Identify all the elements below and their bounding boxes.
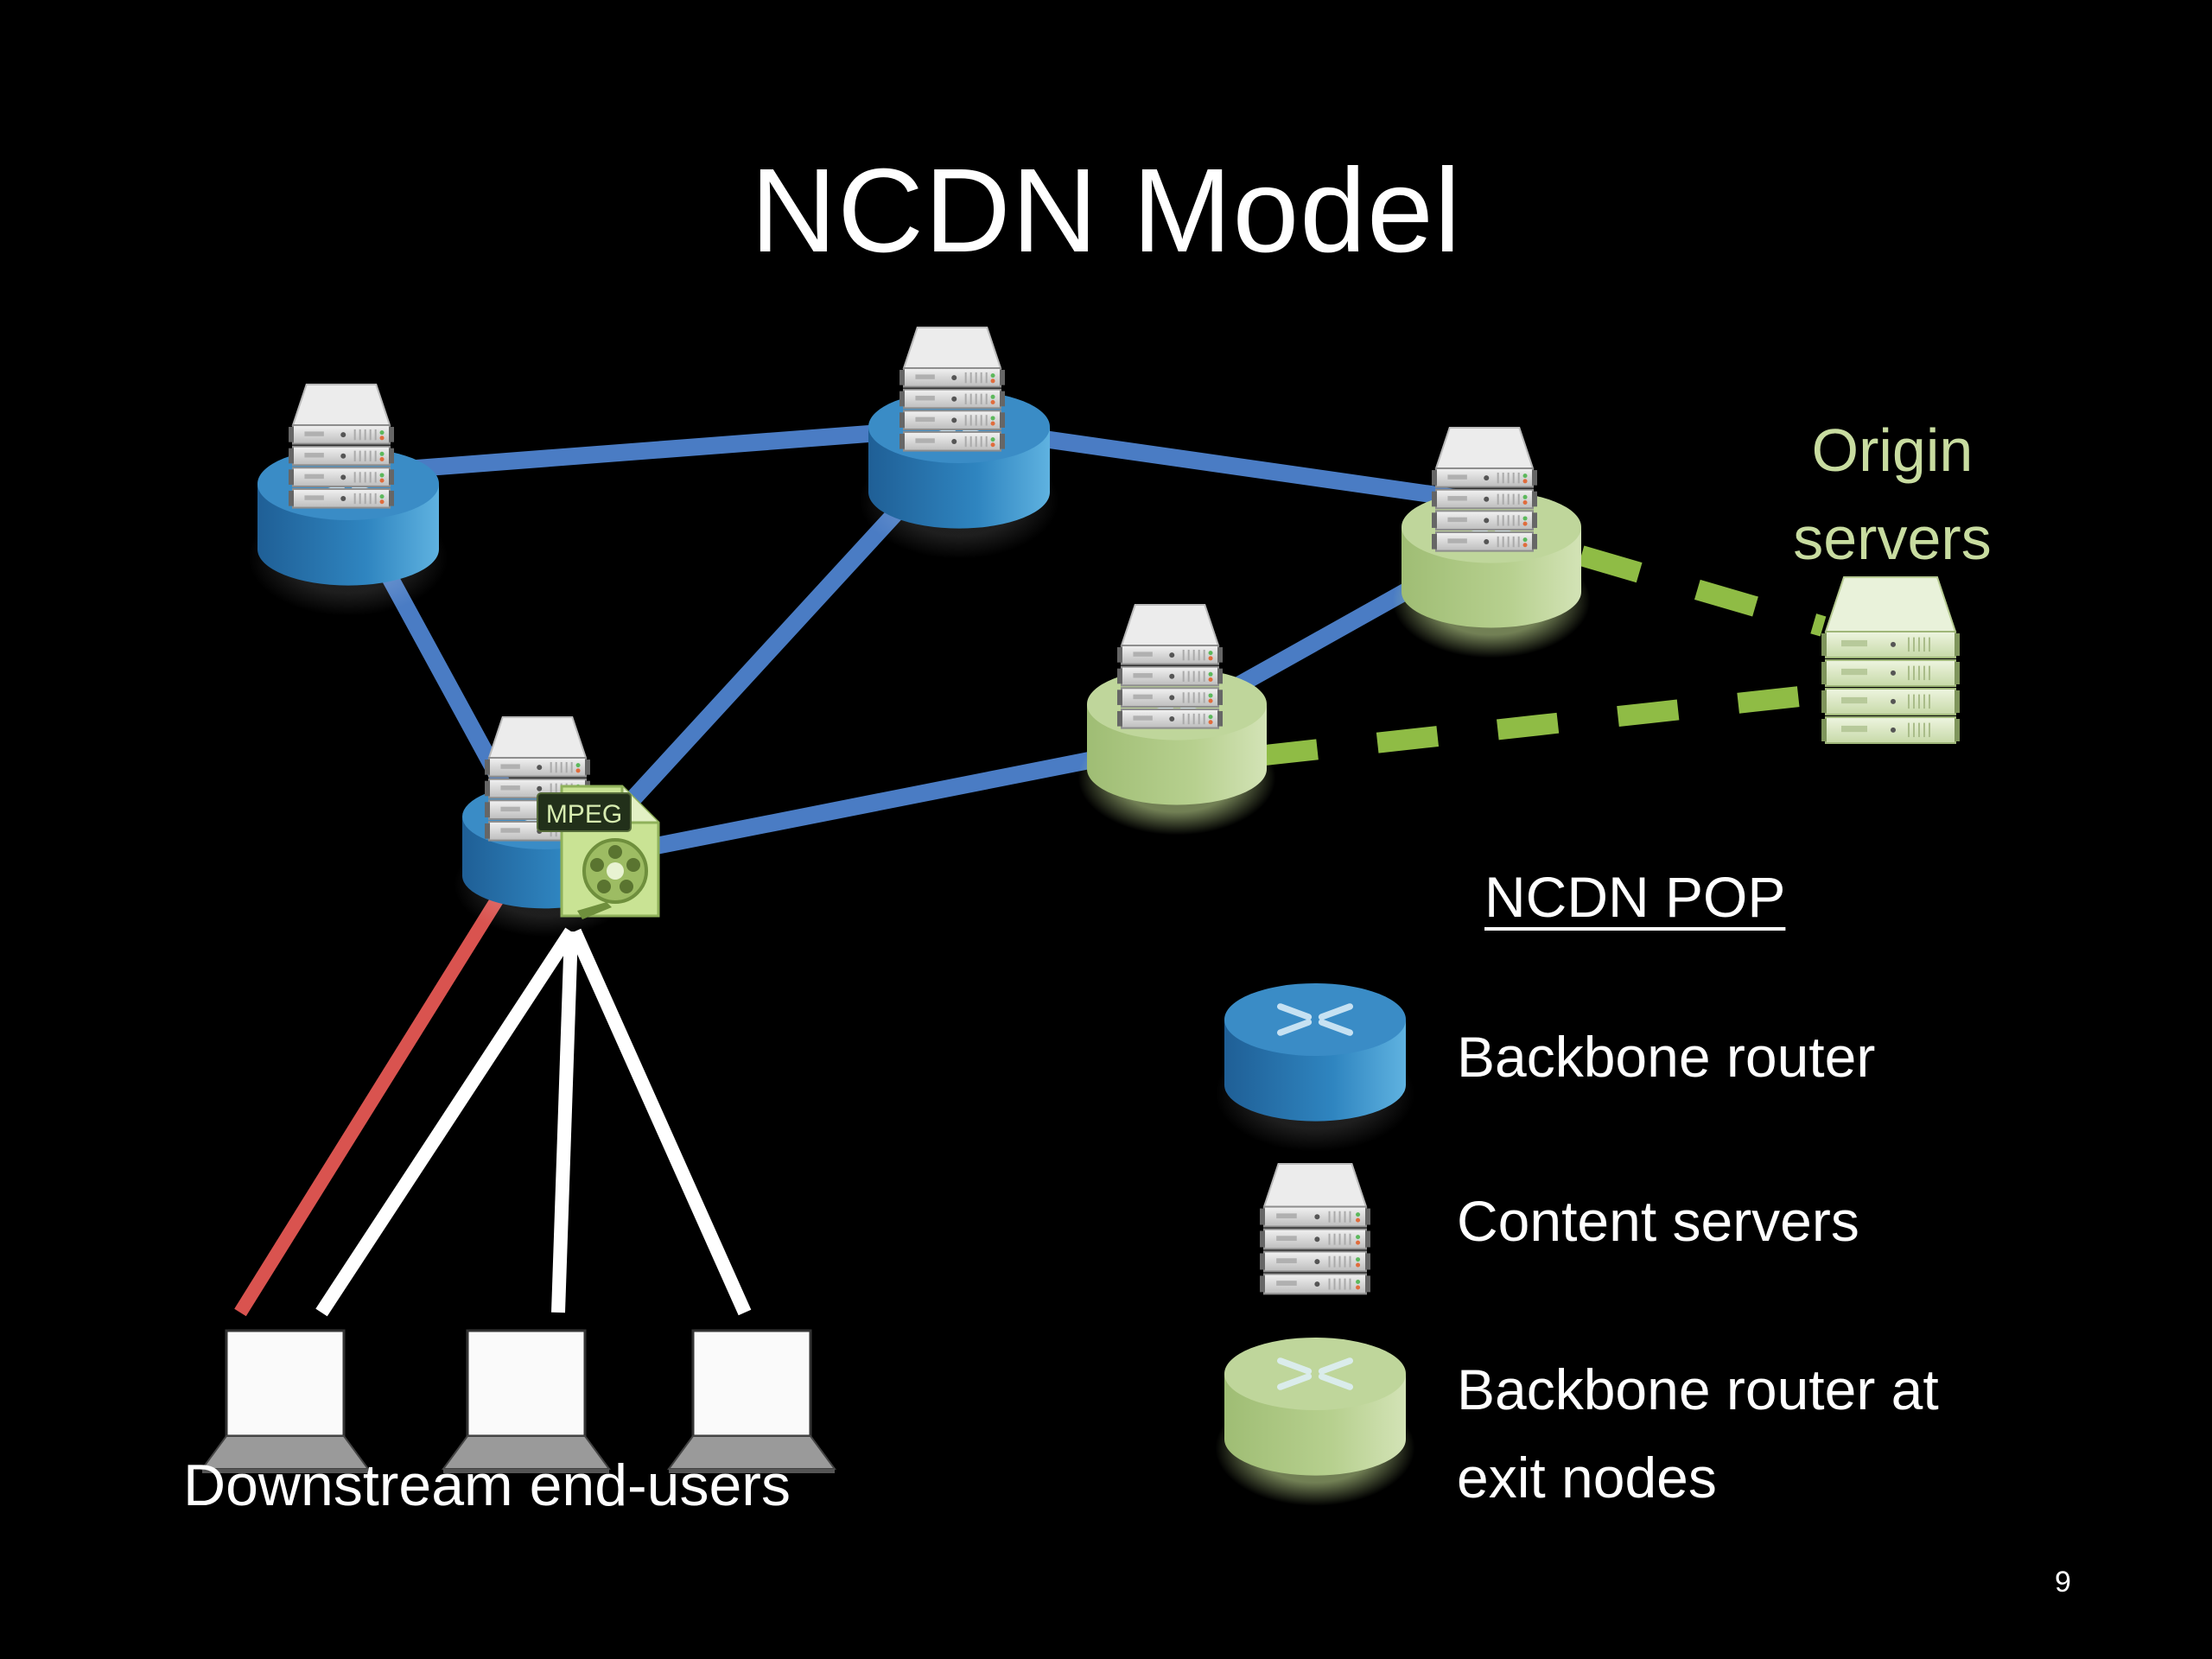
laptop-icon-user-1 xyxy=(200,1329,370,1473)
node-pop-c xyxy=(1392,427,1591,658)
legend-label-backbone-router: Backbone router xyxy=(1457,1025,1876,1089)
origin-servers-label: Origin servers xyxy=(1763,406,2022,582)
link-pop-e-user-2 xyxy=(551,931,578,1313)
laptop-icon-user-2 xyxy=(442,1329,611,1473)
node-pop-b xyxy=(859,327,1059,559)
content-servers-icon xyxy=(1117,604,1223,729)
downstream-end-users-label: Downstream end-users xyxy=(183,1452,791,1518)
link-pop-c-origin xyxy=(1578,545,1827,637)
legend-label-exit-router-line2: exit nodes xyxy=(1457,1446,1717,1510)
node-pop-d xyxy=(1077,604,1276,836)
link-pop-a-pop-b xyxy=(347,418,960,482)
film-reel-icon xyxy=(577,838,648,919)
legend-content-servers-icon xyxy=(1260,1163,1370,1295)
legend-label-exit-router-line1: Backbone router at xyxy=(1457,1357,1939,1421)
link-pop-e-pop-d xyxy=(563,734,1179,873)
link-pop-e-user-1 xyxy=(315,927,577,1317)
legend-label-exit-router: Backbone router at exit nodes xyxy=(1457,1345,1939,1522)
link-pop-d-origin xyxy=(1255,683,1825,766)
legend-exit-router-icon xyxy=(1215,1338,1415,1506)
origin-server-icon xyxy=(1821,576,1960,744)
page-number: 9 xyxy=(2055,1566,2071,1599)
link-pop-e-user-3 xyxy=(568,928,752,1316)
router-arrows-icon xyxy=(1277,1003,1353,1036)
mpeg-label: MPEG xyxy=(546,800,622,829)
slide-title: NCDN Model xyxy=(750,144,1462,277)
legend-backbone-router-icon xyxy=(1215,983,1415,1152)
content-servers-icon xyxy=(289,384,394,509)
legend-title: NCDN POP xyxy=(1484,865,1786,929)
legend-label-content-servers: Content servers xyxy=(1457,1189,1859,1253)
content-servers-icon xyxy=(1432,427,1537,552)
origin-label-line2: servers xyxy=(1793,505,1992,572)
origin-label-line1: Origin xyxy=(1811,416,1974,484)
laptop-icon-user-3 xyxy=(667,1329,836,1473)
router-arrows-icon xyxy=(1277,1357,1353,1390)
content-servers-icon xyxy=(899,327,1005,452)
mpeg-label-badge: MPEG xyxy=(537,792,632,832)
node-pop-a xyxy=(248,384,448,616)
